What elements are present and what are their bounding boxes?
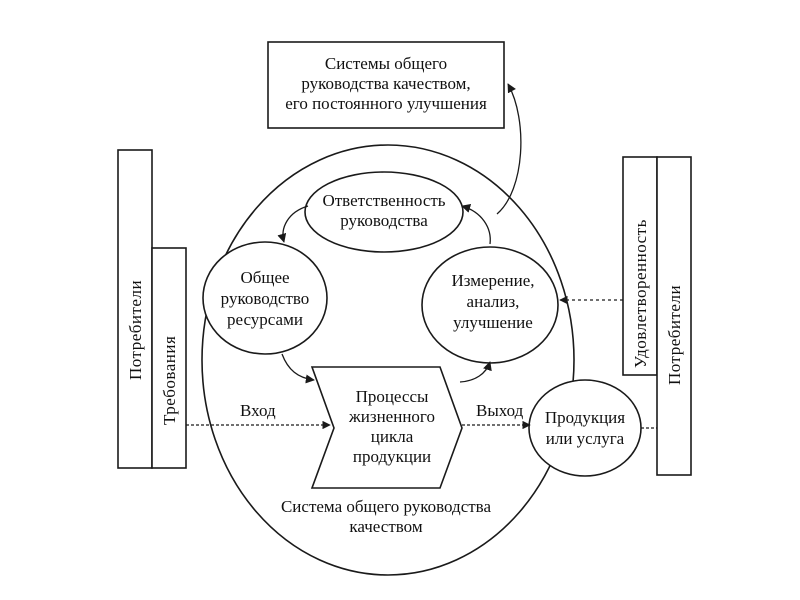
product-ellipse bbox=[528, 379, 642, 477]
system-ellipse bbox=[201, 144, 575, 576]
processes-line2: жизненного bbox=[348, 407, 435, 426]
resources-line1: Общее bbox=[240, 268, 289, 287]
measurement-line2: анализ, bbox=[467, 292, 520, 311]
cycle-arrow-responsibility-to-resources bbox=[277, 205, 309, 243]
top-box-line2: руководства качеством, bbox=[301, 74, 470, 93]
processes-line4: продукции bbox=[353, 447, 431, 466]
cycle-arrow-measurement-to-responsibility bbox=[461, 204, 491, 245]
resources-line3: ресурсами bbox=[227, 310, 303, 329]
right-satisfaction-box bbox=[622, 156, 658, 376]
cycle-arrow-processes-to-measurement bbox=[459, 361, 492, 383]
product-line2: или услуга bbox=[546, 429, 625, 448]
system-caption-line1: Система общего руководства bbox=[281, 497, 491, 516]
top-box bbox=[267, 41, 505, 129]
output-label: Выход bbox=[476, 401, 524, 420]
top-box-line3: его постоянного улучшения bbox=[285, 94, 487, 113]
measurement-line1: Измерение, bbox=[451, 271, 534, 290]
processes-line1: Процессы bbox=[356, 387, 429, 406]
cycle-arrow-resources-to-processes bbox=[281, 353, 315, 384]
left-requirements-box bbox=[151, 247, 187, 469]
right-consumers-label: Потребители bbox=[665, 285, 684, 385]
resources-ellipse bbox=[202, 241, 328, 355]
processes-chevron bbox=[310, 366, 463, 489]
responsibility-line2: руководства bbox=[340, 211, 428, 230]
top-box-line1: Системы общего bbox=[325, 54, 447, 73]
left-requirements-label: Требования bbox=[160, 336, 179, 425]
processes-line3: цикла bbox=[371, 427, 414, 446]
responsibility-line1: Ответственность bbox=[322, 191, 445, 210]
system-caption-line2: качеством bbox=[349, 517, 422, 536]
right-consumers-box bbox=[656, 156, 692, 476]
right-satisfaction-label: Удовлетворенность bbox=[631, 219, 650, 368]
measurement-line3: улучшение bbox=[453, 313, 533, 332]
improvement-feedback-arrow bbox=[496, 83, 522, 215]
input-label: Вход bbox=[240, 401, 276, 420]
product-line1: Продукция bbox=[545, 408, 625, 427]
left-consumers-label: Потребители bbox=[126, 280, 145, 380]
resources-line2: руководство bbox=[221, 289, 310, 308]
